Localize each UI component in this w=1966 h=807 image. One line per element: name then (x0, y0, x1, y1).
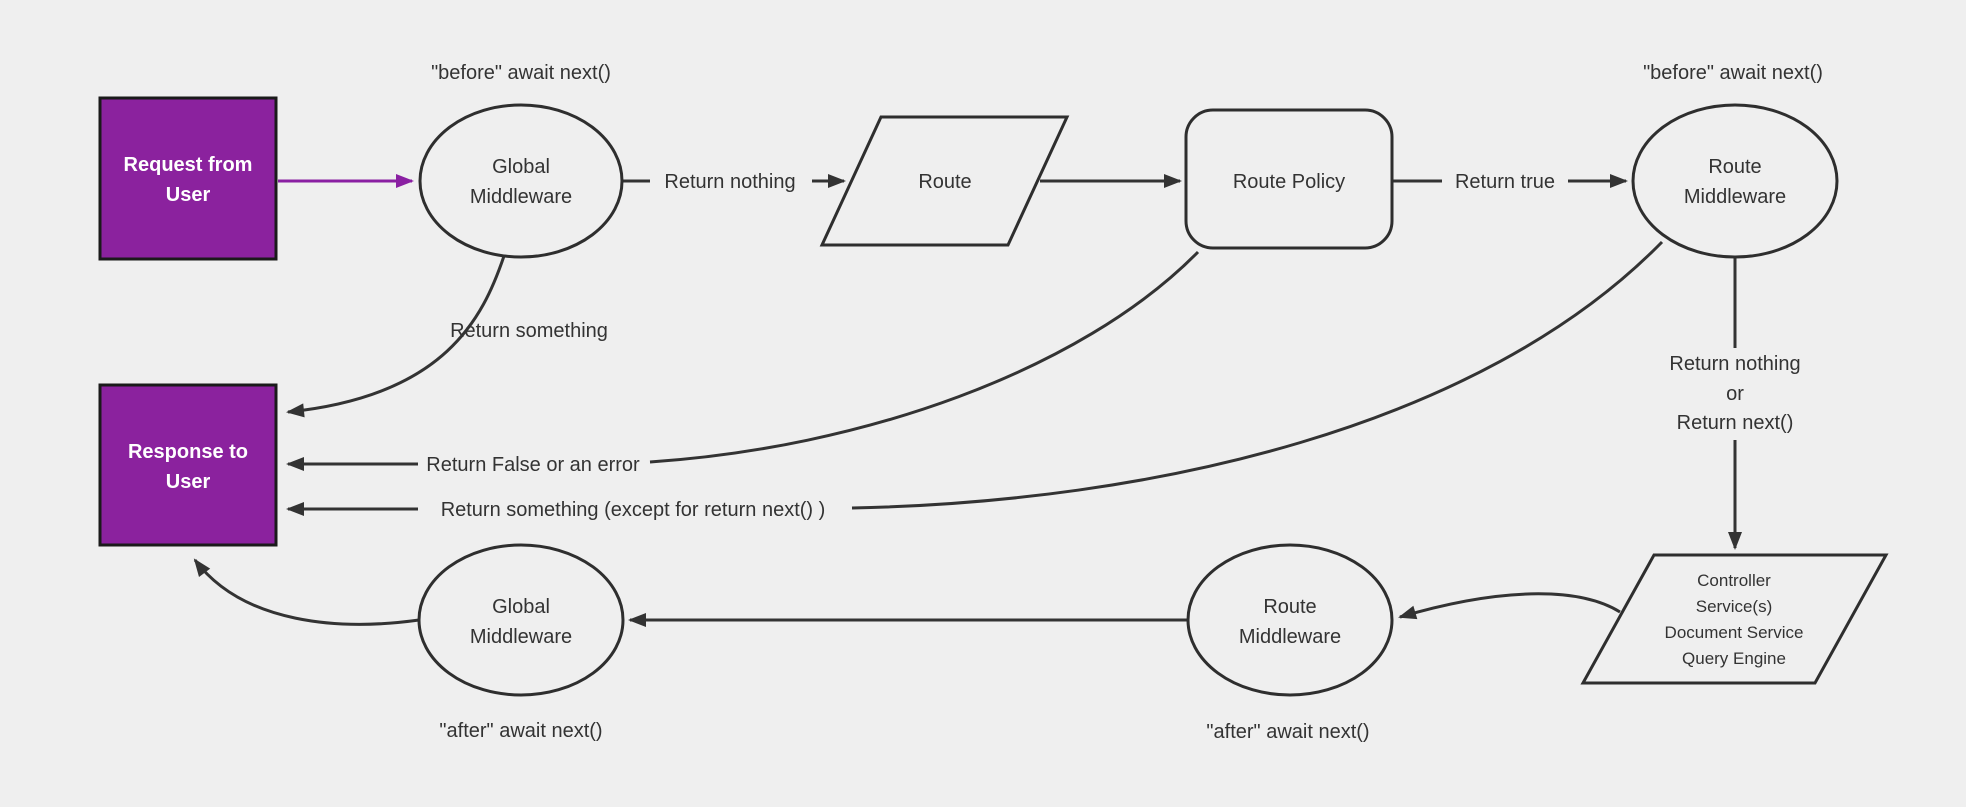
node-route-middleware-before (1631, 103, 1839, 259)
annotation-before-global: "before" await next() (431, 62, 611, 84)
route-middleware-after-label-line2: Middleware (1239, 626, 1341, 648)
edge-label-return-nothing-or-line3: Return next() (1677, 412, 1794, 434)
node-request-from-user (98, 96, 278, 261)
controller-label-line4: Query Engine (1682, 649, 1786, 668)
global-middleware-after-label-line1: Global (492, 596, 550, 618)
controller-label-line2: Service(s) (1696, 597, 1773, 616)
edge-label-return-something-except: Return something (except for return next… (441, 499, 826, 521)
annotation-after-route: "after" await next() (1206, 721, 1369, 743)
controller-label-line1: Controller (1697, 571, 1771, 590)
node-response-to-user (98, 383, 278, 547)
edge-controller-to-route-middleware-after (1398, 592, 1621, 620)
edge-route-policy-return-false-seg2 (649, 250, 1200, 464)
node-route-policy (1184, 108, 1394, 250)
global-middleware-before-label-line2: Middleware (470, 186, 572, 208)
route-middleware-after-label-line1: Route (1263, 596, 1316, 618)
global-middleware-after-label-line2: Middleware (470, 626, 572, 648)
node-controller-services (1580, 553, 1889, 685)
global-middleware-before-label-line1: Global (492, 156, 550, 178)
annotation-after-global: "after" await next() (439, 720, 602, 742)
controller-label-line3: Document Service (1665, 623, 1804, 642)
annotation-before-route: "before" await next() (1643, 62, 1823, 84)
request-label-line2: User (166, 184, 211, 206)
response-label-line1: Response to (128, 441, 248, 463)
route-middleware-before-label-line2: Middleware (1684, 186, 1786, 208)
route-middleware-before-label-line1: Route (1708, 156, 1761, 178)
edge-label-return-false: Return False or an error (426, 454, 640, 476)
edge-label-return-true: Return true (1455, 171, 1555, 193)
route-label: Route (918, 171, 971, 193)
edge-label-return-something: Return something (450, 320, 608, 342)
node-global-middleware-before (418, 103, 624, 259)
edge-label-return-nothing-or-line2: or (1726, 383, 1744, 405)
edge-route-middleware-return-something-except-seg2 (851, 240, 1664, 510)
edge-global-middleware-return-something (286, 255, 506, 418)
response-label-line2: User (166, 471, 211, 493)
node-global-middleware-after (417, 543, 625, 697)
node-route (819, 115, 1070, 247)
edge-label-return-nothing-or-line1: Return nothing (1669, 353, 1800, 375)
request-label-line1: Request from (124, 154, 253, 176)
edge-global-middleware-after-to-response (193, 558, 420, 626)
node-route-middleware-after (1186, 543, 1394, 697)
route-policy-label: Route Policy (1233, 171, 1345, 193)
edge-label-return-nothing: Return nothing (664, 171, 795, 193)
